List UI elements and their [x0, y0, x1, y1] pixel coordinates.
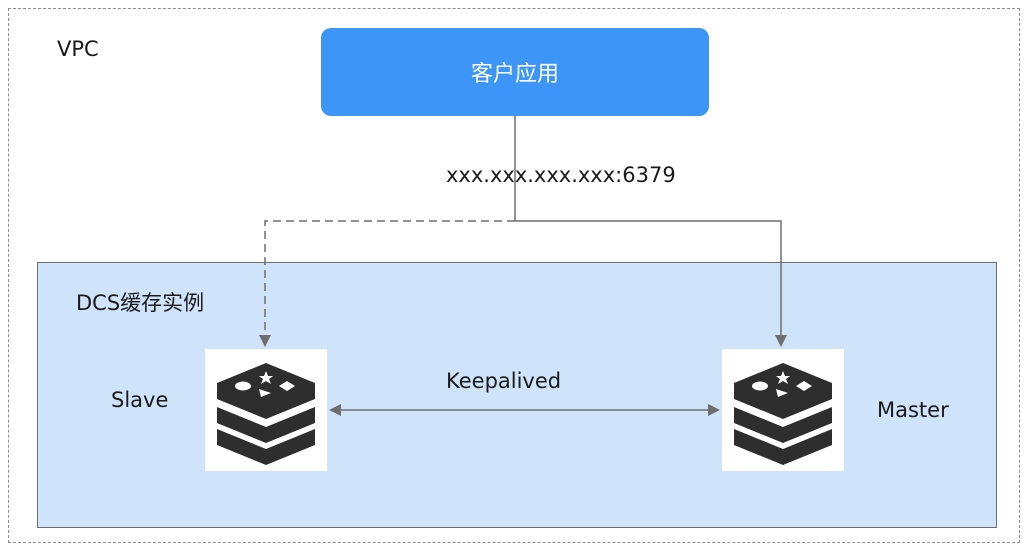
- client-app-box: 客户应用: [321, 28, 709, 116]
- master-node: [722, 349, 844, 471]
- redis-icon: [217, 363, 315, 465]
- slave-node: [205, 349, 327, 471]
- connection-address: xxx.xxx.xxx.xxx:6379: [446, 163, 676, 187]
- vpc-boundary: [8, 8, 1020, 543]
- master-label: Master: [877, 398, 949, 422]
- redis-icon: [734, 363, 832, 465]
- dcs-instance-label: DCS缓存实例: [76, 291, 205, 315]
- keepalived-label: Keepalived: [446, 369, 562, 393]
- slave-label: Slave: [111, 388, 169, 412]
- vpc-label: VPC: [57, 37, 99, 61]
- client-app-label: 客户应用: [470, 62, 559, 87]
